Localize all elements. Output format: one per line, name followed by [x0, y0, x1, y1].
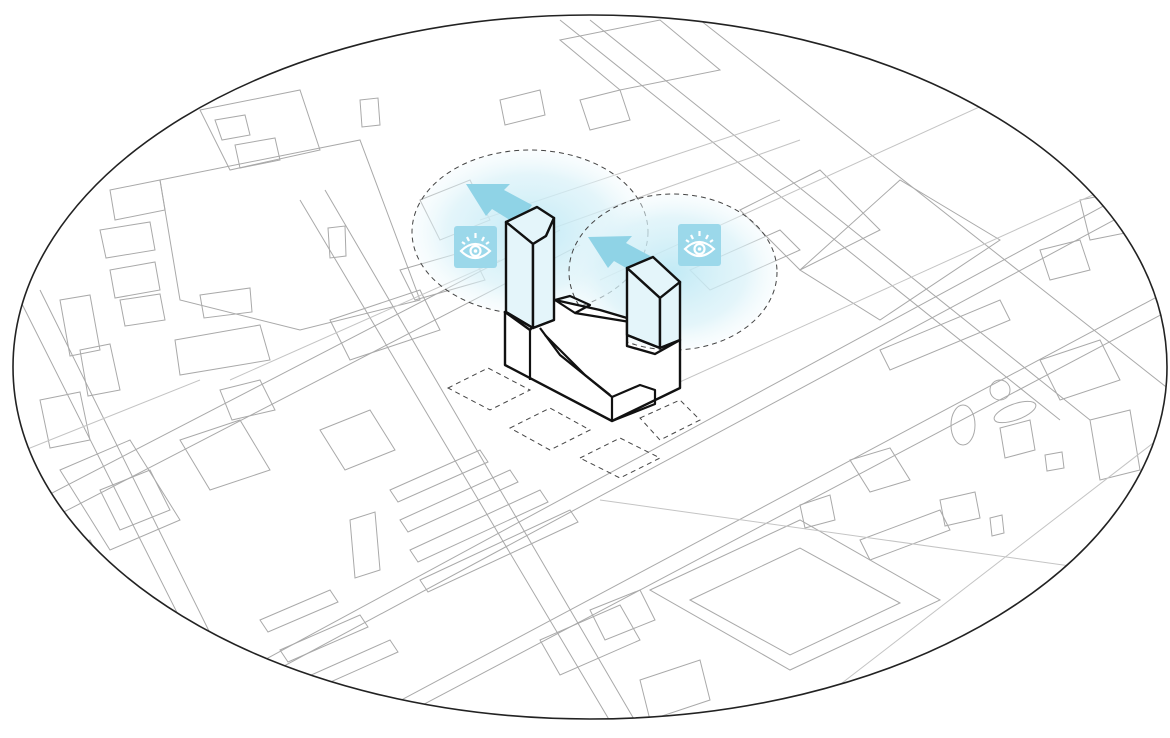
eye-icon-right — [678, 224, 721, 266]
site-boundary-ellipse — [12, 14, 1168, 720]
context-map — [13, 19, 1167, 719]
twin-tower-building — [503, 205, 682, 423]
dashed-footprints — [446, 367, 701, 479]
view-arrow-left — [466, 184, 532, 225]
eye-icon-left — [454, 226, 497, 268]
view-cone-right — [568, 193, 778, 351]
